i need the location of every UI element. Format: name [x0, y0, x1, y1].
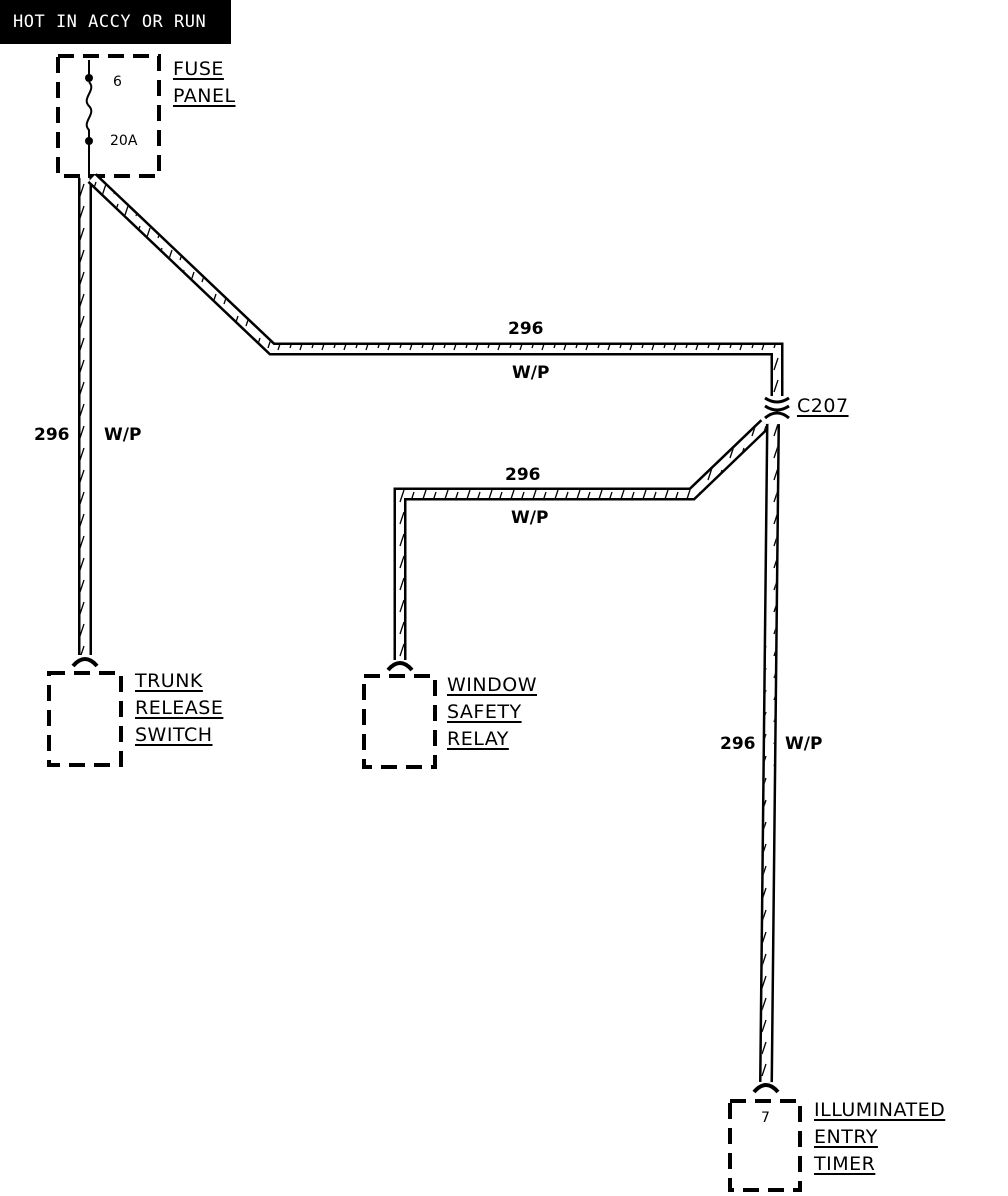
trunk-release-switch-label: TRUNK RELEASE SWITCH [135, 670, 224, 746]
top-run-color: W/P [512, 363, 550, 383]
fuse-panel-box [56, 54, 161, 178]
wire-window-run [393, 419, 770, 660]
timer-branch-color: W/P [785, 734, 823, 754]
illuminated-entry-timer-label: ILLUMINATED ENTRY TIMER [814, 1099, 946, 1175]
fuse-rating: 20A [110, 133, 138, 149]
timer-pin-number: 7 [761, 1110, 770, 1126]
top-run-circuit: 296 [508, 319, 544, 339]
fuse-number: 6 [113, 74, 122, 90]
fuse-panel-label: FUSE PANEL [173, 58, 236, 107]
timer-terminal-icon [752, 1083, 780, 1094]
connector-c207-icon [764, 396, 790, 420]
timer-branch-circuit: 296 [720, 734, 756, 754]
window-safety-relay-box [362, 674, 437, 769]
relay-terminal-icon [386, 661, 414, 672]
connector-c207-label: C207 [797, 395, 849, 417]
fuse-icon [85, 60, 93, 178]
window-run-circuit: 296 [505, 465, 541, 485]
hot-in-accy-or-run-banner: HOT IN ACCY OR RUN [0, 0, 231, 44]
trunk-release-switch-box [47, 671, 123, 767]
trunk-branch-color: W/P [104, 425, 142, 445]
window-run-color: W/P [511, 508, 549, 528]
trunk-terminal-icon [71, 657, 99, 668]
wire-timer-branch [759, 423, 780, 1083]
wire-top-run [87, 173, 784, 396]
illuminated-entry-timer-box [728, 1099, 802, 1192]
trunk-branch-circuit: 296 [34, 425, 70, 445]
window-safety-relay-label: WINDOW SAFETY RELAY [447, 674, 537, 750]
